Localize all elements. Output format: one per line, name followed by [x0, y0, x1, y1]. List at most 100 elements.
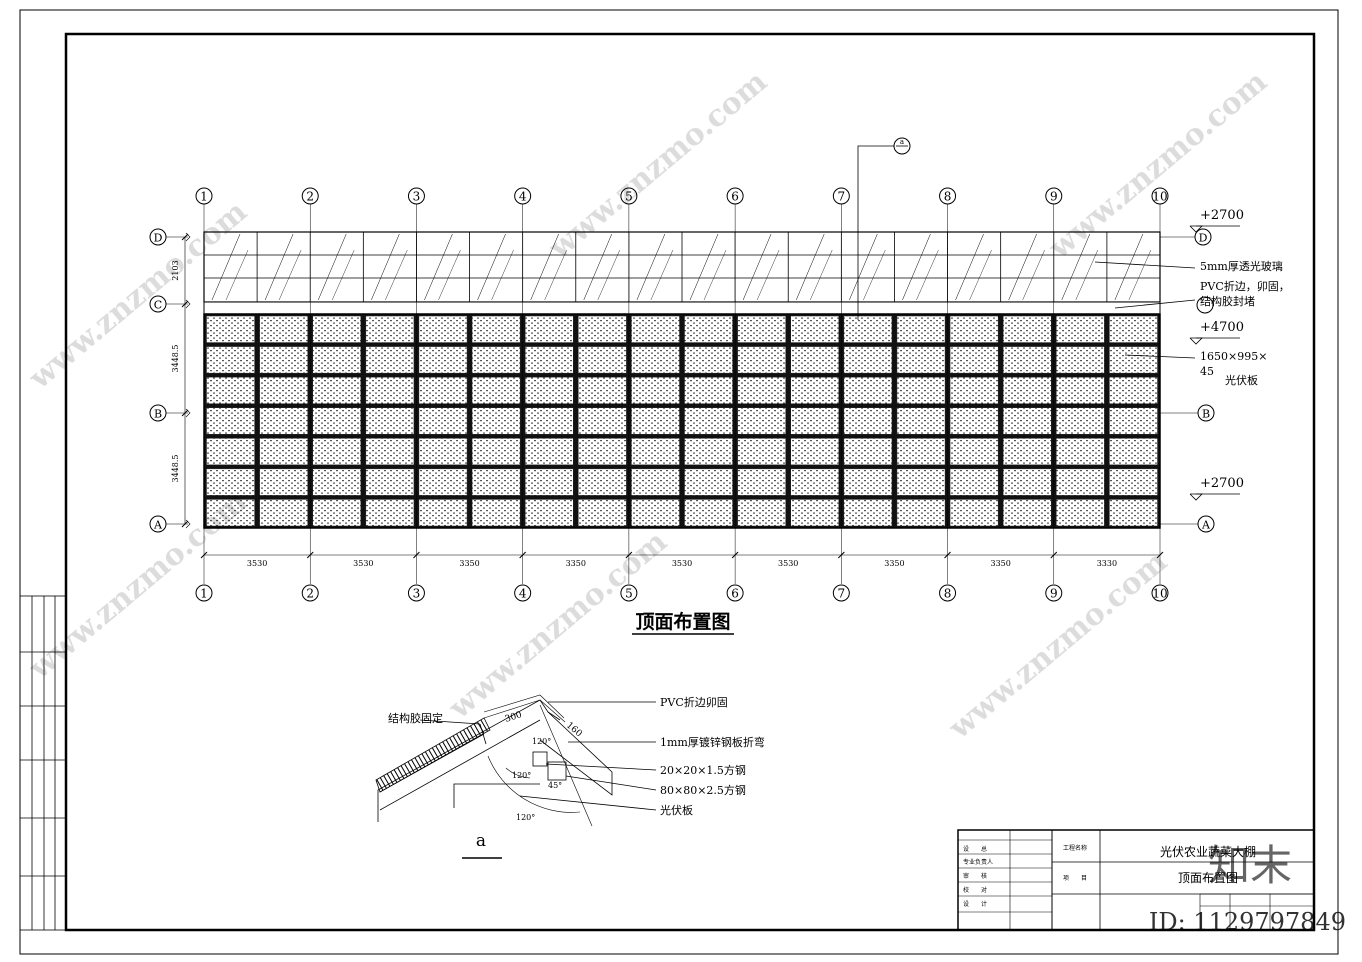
glass-hatch [636, 233, 666, 301]
grid-column-label: 4 [519, 190, 527, 204]
section-marker: a [857, 137, 911, 320]
pv-panel [471, 407, 521, 435]
pv-panel [524, 346, 574, 374]
label-item: 项 目 [1063, 875, 1087, 882]
pv-panel [259, 438, 308, 466]
watermark-id: ID: 1129797849 [1149, 908, 1346, 936]
pv-panel [418, 407, 468, 435]
grid-row-label-right: D [1199, 232, 1208, 245]
detail-callout-tube-20: 20×20×1.5方钢 [660, 763, 746, 777]
grid-row-label: C [154, 299, 162, 312]
pv-panel-array [203, 313, 1161, 529]
glass-hatch [544, 249, 567, 301]
plan-title: 顶面布置图 [635, 610, 730, 633]
glass-hatch [849, 233, 878, 301]
glass-hatch [583, 233, 613, 301]
pv-panel [1109, 346, 1158, 374]
pv-panel [790, 407, 840, 435]
pv-panel [524, 468, 574, 496]
glass-hatch [371, 233, 400, 301]
pv-panel [737, 499, 786, 527]
glass-hatch [1022, 249, 1045, 301]
pv-panel [471, 315, 521, 343]
pv-panel [312, 438, 362, 466]
pvc-flange-strip [203, 301, 1161, 315]
pv-panel [365, 438, 415, 466]
pv-panel [259, 499, 308, 527]
pv-panel [312, 468, 362, 496]
pv-panel [1002, 376, 1052, 404]
grid-column-label: 2 [306, 190, 314, 204]
sheet-inner-border [64, 32, 1316, 932]
glass-hatch [756, 249, 780, 301]
pv-panel [949, 407, 999, 435]
watermark-4: www.znzmo.com [22, 484, 254, 687]
elevation-top: +2700 [1200, 208, 1244, 223]
pv-panel [631, 407, 680, 435]
dimension-bottom: 3330 [1097, 559, 1117, 568]
callout-pvc-1: PVC折边，卯固， [1200, 279, 1290, 293]
role-1: 设 总 [963, 845, 987, 853]
pv-panel [684, 468, 733, 496]
pv-panel [843, 499, 893, 527]
detail-label: a [476, 831, 486, 851]
glass-hatch [211, 233, 241, 301]
grid-column-label: 10 [1152, 190, 1167, 204]
pv-panel [206, 407, 255, 435]
title-block [957, 829, 1315, 931]
pv-panel [843, 376, 893, 404]
pv-panel [843, 346, 893, 374]
pv-panel [631, 315, 680, 343]
grid-column-label: 2 [306, 587, 314, 601]
pv-panel [843, 407, 893, 435]
callout-panel-size-2: 45 [1200, 365, 1214, 378]
glass-hatch [689, 233, 719, 301]
section-marker-label: a [900, 138, 904, 146]
pv-panel [206, 438, 255, 466]
pv-panel [1056, 468, 1105, 496]
elevation-low: +2700 [1200, 476, 1244, 491]
pv-panel [206, 376, 255, 404]
grid-column-label: 6 [731, 190, 739, 204]
glass-hatch [650, 249, 674, 301]
glass-hatch [969, 249, 992, 301]
pv-panel [471, 438, 521, 466]
pv-panel [790, 468, 840, 496]
detail-pv-panel [375, 717, 491, 793]
grid-column-label: 1 [200, 190, 208, 204]
role-4: 校 对 [963, 886, 987, 894]
glass-hatch [438, 249, 461, 301]
pv-panel [578, 407, 627, 435]
grid-row-label: A [153, 519, 163, 532]
dimension-left: 3448.5 [171, 455, 180, 483]
glass-hatch [491, 249, 514, 301]
pv-panel [524, 407, 574, 435]
glass-hatch [530, 233, 559, 301]
pv-panel [365, 315, 415, 343]
pv-panel [1109, 499, 1158, 527]
pv-panel [578, 315, 627, 343]
glass-hatch [264, 233, 294, 301]
watermark-logo: 知末 [1208, 841, 1292, 890]
glass-hatch [1075, 249, 1098, 301]
glass-hatch [424, 233, 453, 301]
callout-pvc-2: 结构胶封堵 [1200, 294, 1255, 308]
pv-panel [737, 376, 786, 404]
pv-panel [790, 346, 840, 374]
grid-row-label-right: A [1201, 519, 1211, 532]
pv-panel [578, 468, 627, 496]
pv-panel [206, 499, 255, 527]
pv-panel [737, 438, 786, 466]
glass-hatch [916, 249, 939, 301]
grid-row-label: B [154, 408, 162, 421]
pv-panel [1002, 499, 1052, 527]
glass-hatch [225, 249, 249, 301]
pv-panel [631, 376, 680, 404]
detail-callout-tube-80: 80×80×2.5方钢 [660, 783, 746, 797]
dimension-bottom: 3350 [459, 559, 479, 568]
pv-panel [1056, 438, 1105, 466]
pv-panel [418, 346, 468, 374]
dimension-bottom: 3350 [884, 559, 904, 568]
pv-panel [737, 346, 786, 374]
